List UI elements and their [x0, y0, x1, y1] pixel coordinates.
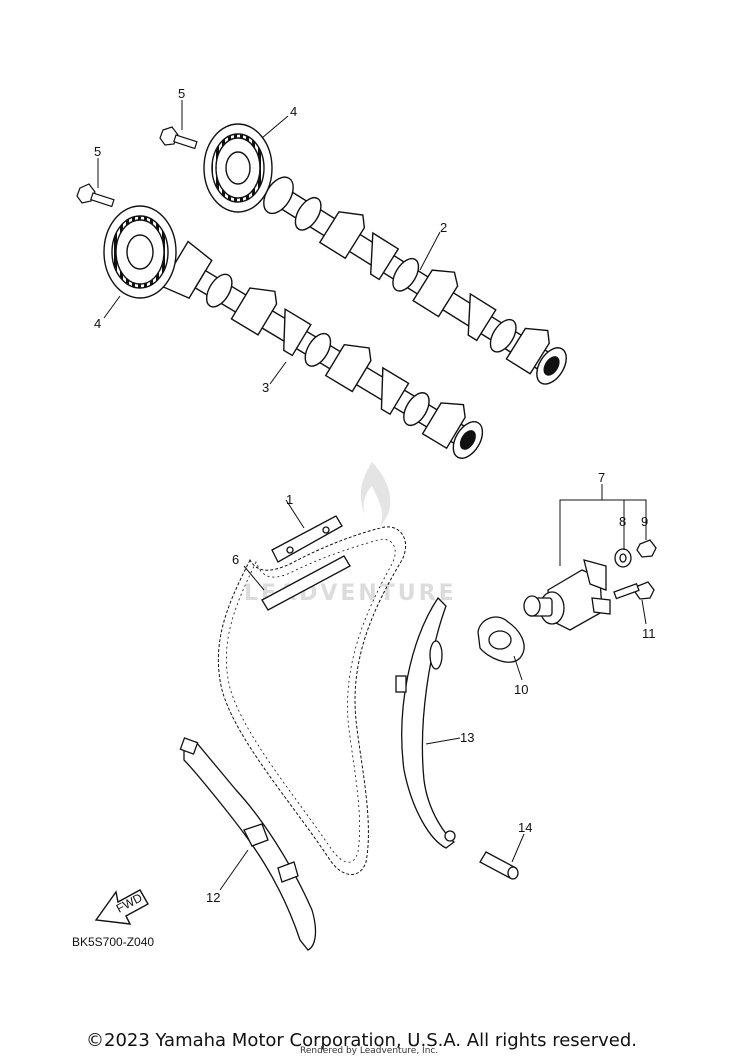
callout-12: 12 — [206, 890, 220, 905]
bolt-11[interactable] — [613, 581, 655, 600]
chain-guide-1[interactable] — [261, 515, 351, 611]
callout-10: 10 — [514, 682, 528, 697]
camshaft-lower[interactable] — [160, 240, 492, 469]
callout-5-lower: 5 — [94, 144, 101, 159]
leader-lines — [97, 100, 647, 891]
callout-9: 9 — [641, 514, 648, 529]
bolt-9[interactable] — [636, 539, 657, 558]
diagram-code: BK5S700-Z040 — [72, 935, 154, 949]
camshaft-upper[interactable] — [258, 165, 577, 389]
gasket-10[interactable] — [477, 616, 525, 663]
tensioner-assembly[interactable] — [523, 559, 611, 631]
chain-guide-12[interactable] — [179, 737, 317, 951]
callout-4-lower: 4 — [94, 316, 101, 331]
callout-3: 3 — [262, 380, 269, 395]
callout-5-upper: 5 — [178, 86, 185, 101]
sprocket-lower[interactable] — [103, 205, 177, 299]
callout-11: 11 — [642, 626, 656, 641]
callout-7: 7 — [598, 470, 605, 485]
callouts: 1 2 3 4 4 5 5 6 7 8 9 10 11 12 13 14 — [94, 86, 656, 905]
callout-8: 8 — [619, 514, 626, 529]
pin-14[interactable] — [479, 851, 519, 880]
bolt-lower[interactable] — [76, 183, 115, 208]
sprocket-upper[interactable] — [203, 123, 273, 213]
watermark: LEADVENTURE — [244, 462, 454, 606]
chain-guide-13[interactable] — [395, 596, 456, 849]
callout-6: 6 — [232, 552, 239, 567]
cam-chain[interactable] — [218, 526, 407, 875]
bolt-upper[interactable] — [159, 126, 198, 150]
callout-1: 1 — [286, 492, 293, 507]
watermark-flame-icon — [360, 462, 391, 526]
rendered-by-notice: Rendered by Leadventure, Inc. — [300, 1046, 439, 1056]
callout-13: 13 — [460, 730, 474, 745]
callout-4-upper: 4 — [290, 104, 297, 119]
washer-8[interactable] — [614, 548, 632, 568]
copyright-notice: ©2023 Yamaha Motor Corporation, U.S.A. A… — [86, 1030, 638, 1051]
callout-14: 14 — [518, 820, 532, 835]
fwd-arrow-icon: FWD — [94, 889, 149, 925]
callout-2: 2 — [440, 220, 447, 235]
